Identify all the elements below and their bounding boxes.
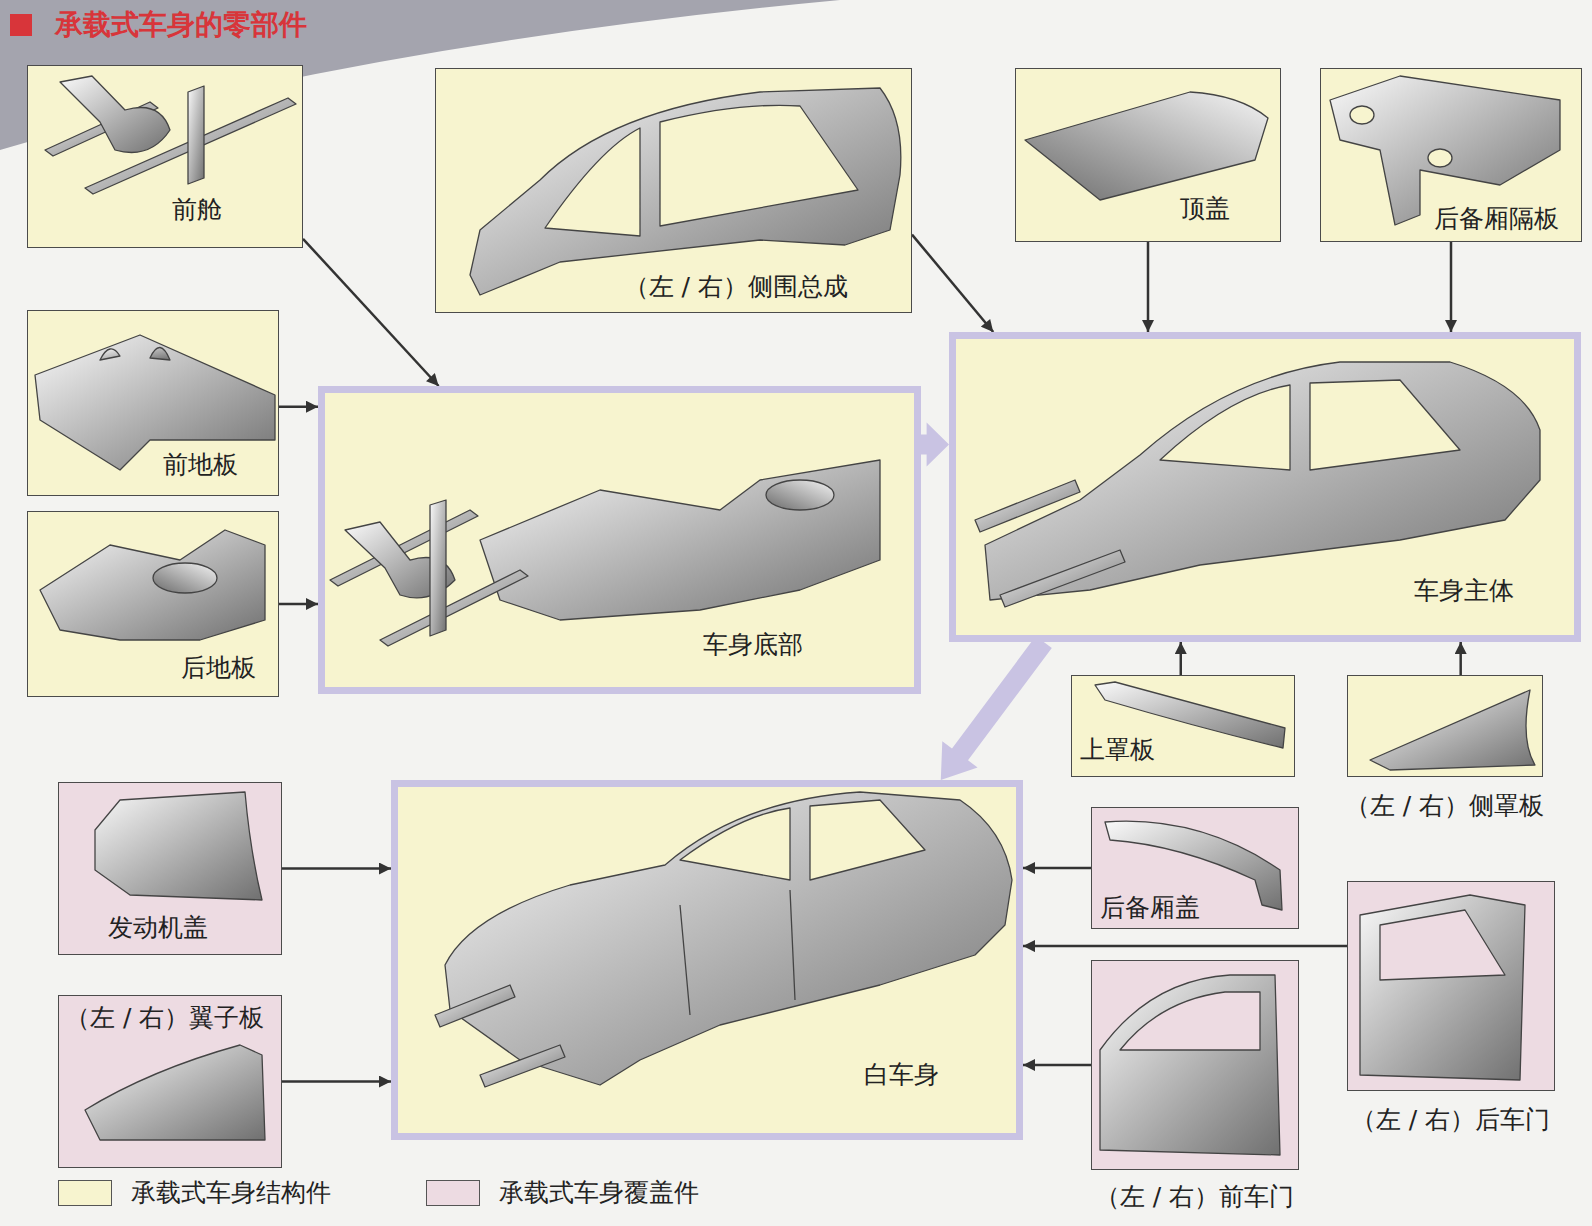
- box-fills: [27, 65, 1582, 1170]
- front-rail: [975, 480, 1080, 532]
- part-label: 前舱: [169, 195, 225, 225]
- body-shell: [985, 362, 1540, 600]
- connector-arrow: [1023, 867, 1091, 870]
- connector-arrow: [1180, 642, 1183, 675]
- legend-label: 承载式车身覆盖件: [496, 1178, 702, 1208]
- side-cowl-panel: [1370, 690, 1535, 770]
- rear-door: [1360, 895, 1525, 1080]
- box-fill: [1091, 807, 1299, 929]
- box-fill: [27, 511, 279, 697]
- door-line: [680, 890, 795, 1015]
- connector-arrow: [279, 603, 318, 606]
- box-fill: [27, 310, 279, 496]
- connector-arrow: [282, 1080, 391, 1083]
- spare-wheel-well: [153, 563, 217, 593]
- part-box: 前舱: [27, 65, 303, 248]
- legend-label: 承载式车身结构件: [128, 1178, 334, 1208]
- panel-box: （左 / 右）翼子板: [58, 995, 282, 1168]
- box-fill: [1347, 675, 1543, 777]
- part-label: 后备厢隔板: [1431, 204, 1562, 234]
- part-label: 上罩板: [1077, 735, 1158, 765]
- underbody-floor: [480, 460, 880, 620]
- part-box: （左 / 右）侧围总成: [435, 68, 912, 313]
- part-label: 顶盖: [1177, 194, 1233, 224]
- partition-hole: [1428, 149, 1452, 167]
- box-fill: [391, 780, 1023, 1140]
- front-rail: [480, 1045, 565, 1087]
- assembly-arrow: [941, 636, 1052, 780]
- roof-panel: [1025, 92, 1268, 200]
- panel-box: （左 / 右）后车门: [1347, 881, 1555, 1091]
- part-label: 前地板: [160, 450, 241, 480]
- box-fill: [1347, 881, 1555, 1091]
- cross-member: [188, 86, 204, 184]
- part-label: 后备厢盖: [1097, 893, 1203, 923]
- connector-arrow: [282, 867, 391, 870]
- connector-arrow: [1023, 1064, 1091, 1067]
- part-label: 白车身: [861, 1060, 942, 1090]
- part-label: 车身底部: [700, 630, 806, 660]
- part-box: 后备厢隔板: [1320, 68, 1582, 242]
- floor-rib: [100, 347, 170, 360]
- part-label: （左 / 右）翼子板: [62, 1003, 267, 1033]
- cross-member: [430, 500, 446, 636]
- panel-box: 发动机盖: [58, 782, 282, 955]
- box-fill: [58, 995, 282, 1168]
- front-rail: [435, 985, 515, 1027]
- box-fill: [27, 65, 303, 248]
- spare-wheel-well: [766, 480, 834, 510]
- part-box: 上罩板: [1071, 675, 1295, 777]
- connector-arrow: [279, 405, 318, 408]
- assembly-box: 车身底部: [318, 386, 921, 694]
- connector-arrow: [1023, 945, 1347, 948]
- part-box: 后地板: [27, 511, 279, 697]
- panel-box: 后备厢盖: [1091, 807, 1299, 929]
- legend-swatch: [58, 1180, 112, 1206]
- part-box: 顶盖: [1015, 68, 1281, 242]
- hood: [95, 792, 262, 900]
- part-label: （左 / 右）前车门: [1092, 1182, 1297, 1212]
- fender: [85, 1045, 265, 1140]
- part-box: 前地板: [27, 310, 279, 496]
- panel-box: （左 / 右）前车门: [1091, 960, 1299, 1170]
- partition-hole: [1350, 106, 1374, 124]
- part-label: 发动机盖: [105, 913, 211, 943]
- connector-arrow: [1147, 242, 1150, 332]
- body-in-white: [445, 792, 1012, 1085]
- part-label: （左 / 右）侧围总成: [621, 272, 851, 302]
- title-square: [10, 14, 32, 36]
- part-label: （左 / 右）侧罩板: [1342, 791, 1547, 821]
- part-box: （左 / 右）侧罩板: [1347, 675, 1543, 777]
- diagram-title: 承载式车身的零部件: [52, 8, 310, 42]
- rear-floor: [40, 530, 265, 640]
- front-rail: [1000, 550, 1125, 607]
- connector-arrow: [1459, 642, 1462, 675]
- side-frame: [470, 88, 901, 295]
- assembly-box: 白车身: [391, 780, 1023, 1140]
- shock-tower: [60, 76, 170, 153]
- box-fill: [435, 68, 912, 313]
- connector-arrow: [912, 235, 993, 332]
- box-fill: [1320, 68, 1582, 242]
- part-label: 车身主体: [1411, 576, 1517, 606]
- connector-arrow: [1450, 242, 1453, 332]
- box-fill: [318, 386, 921, 694]
- connector-arrow: [303, 239, 439, 386]
- box-fill: [949, 332, 1581, 642]
- box-fill: [58, 782, 282, 955]
- assembly-arrow: [921, 423, 949, 467]
- box-fill: [1015, 68, 1281, 242]
- part-label: 后地板: [178, 653, 259, 683]
- part-label: （左 / 右）后车门: [1348, 1105, 1553, 1135]
- front-door: [1100, 975, 1280, 1155]
- box-fill: [1071, 675, 1295, 777]
- assembly-box: 车身主体: [949, 332, 1581, 642]
- legend-swatch: [426, 1180, 480, 1206]
- part-drawings: [35, 76, 1560, 1155]
- box-fill: [1091, 960, 1299, 1170]
